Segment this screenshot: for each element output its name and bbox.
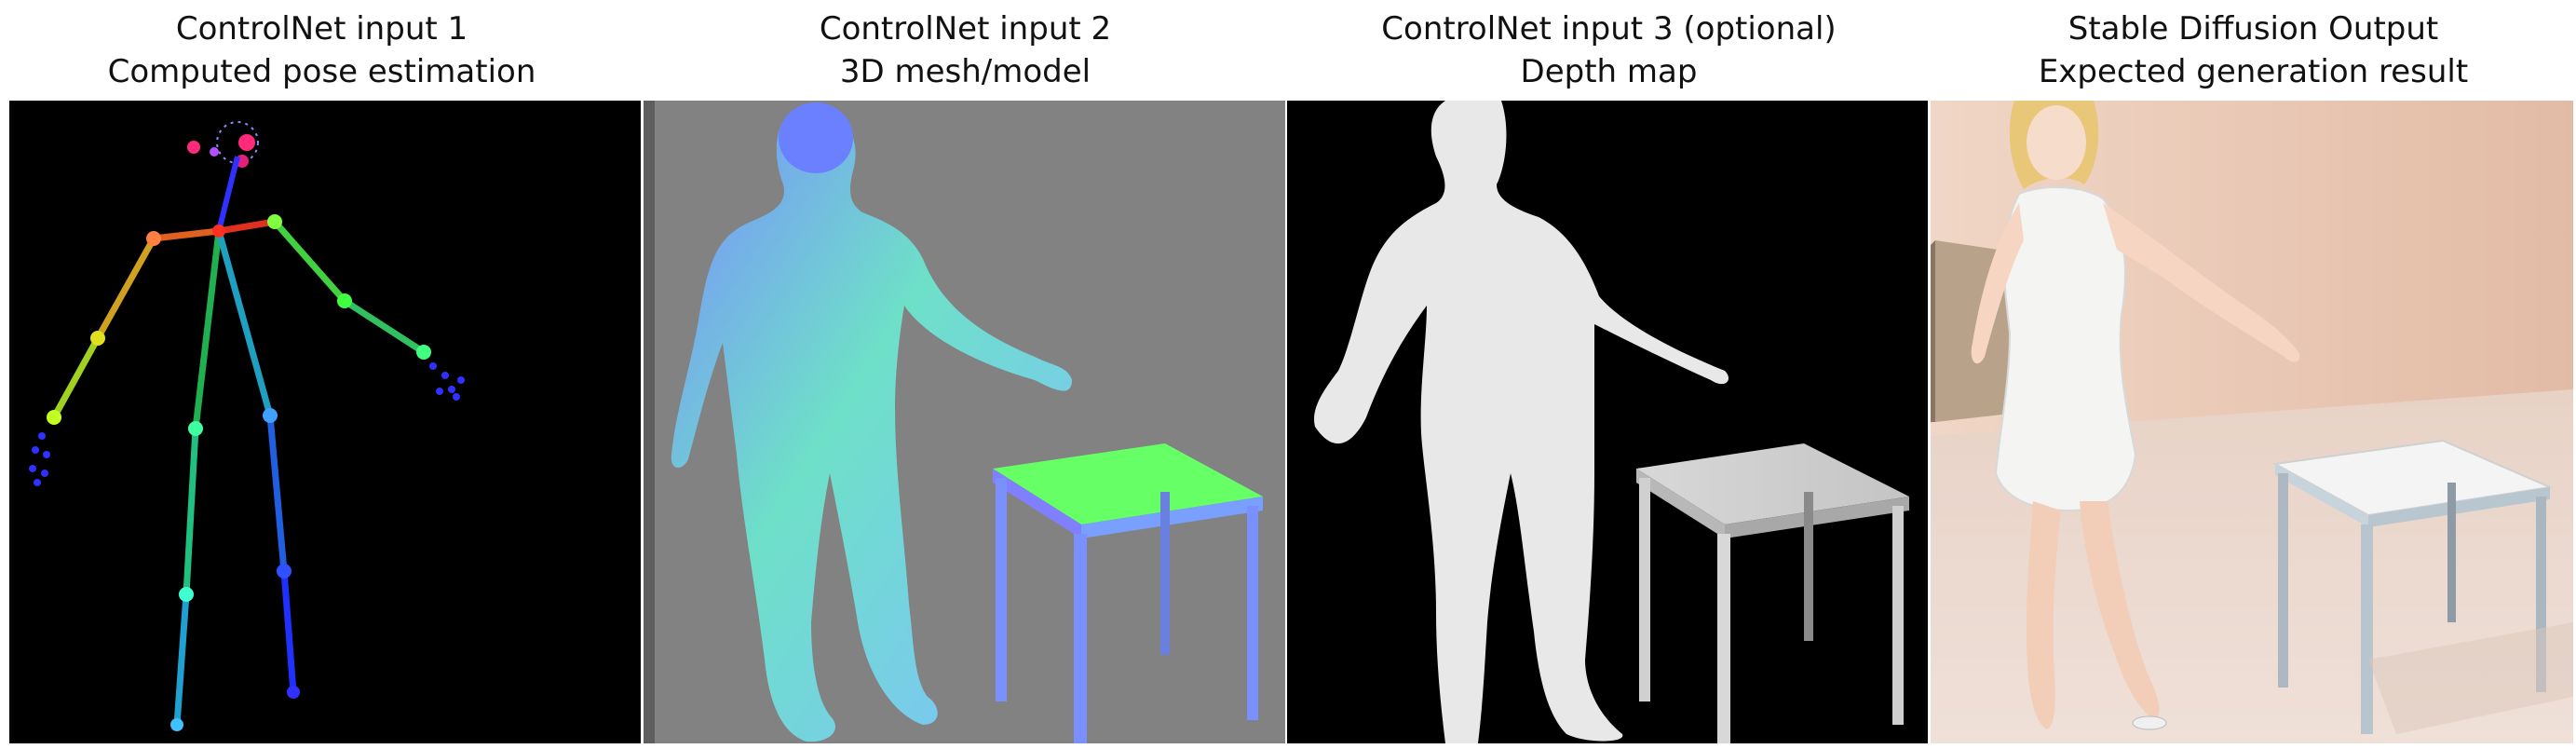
panel-mesh-title: ControlNet input 2 (819, 10, 1112, 48)
pose-image (9, 101, 641, 743)
panel-pose-title: ControlNet input 1 (175, 10, 468, 48)
depth-map-graphic (1287, 101, 1928, 743)
panel-pose-subtitle: Computed pose estimation (107, 53, 536, 90)
panel-depth: ControlNet input 3 (optional) Depth map (1287, 0, 1931, 749)
panel-output: Stable Diffusion Output Expected generat… (1931, 0, 2576, 749)
panel-mesh-caption: ControlNet input 2 3D mesh/model (644, 7, 1287, 93)
panel-depth-title: ControlNet input 3 (optional) (1381, 10, 1837, 48)
mesh-render-graphic (644, 101, 1285, 743)
panel-pose: ControlNet input 1 Computed pose estimat… (0, 0, 644, 749)
depth-image (1287, 101, 1928, 743)
mesh-image (644, 101, 1285, 743)
generated-image-graphic (1931, 101, 2573, 743)
panel-mesh-subtitle: 3D mesh/model (839, 53, 1091, 90)
panel-output-caption: Stable Diffusion Output Expected generat… (1931, 7, 2576, 93)
panel-mesh: ControlNet input 2 3D mesh/model (644, 0, 1287, 749)
panel-depth-subtitle: Depth map (1520, 53, 1698, 90)
output-image (1931, 101, 2573, 743)
panel-output-title: Stable Diffusion Output (2068, 10, 2439, 48)
panel-output-subtitle: Expected generation result (2038, 53, 2469, 90)
panel-depth-caption: ControlNet input 3 (optional) Depth map (1287, 7, 1931, 93)
panel-pose-caption: ControlNet input 1 Computed pose estimat… (0, 7, 644, 93)
pose-skeleton-graphic (9, 101, 641, 743)
